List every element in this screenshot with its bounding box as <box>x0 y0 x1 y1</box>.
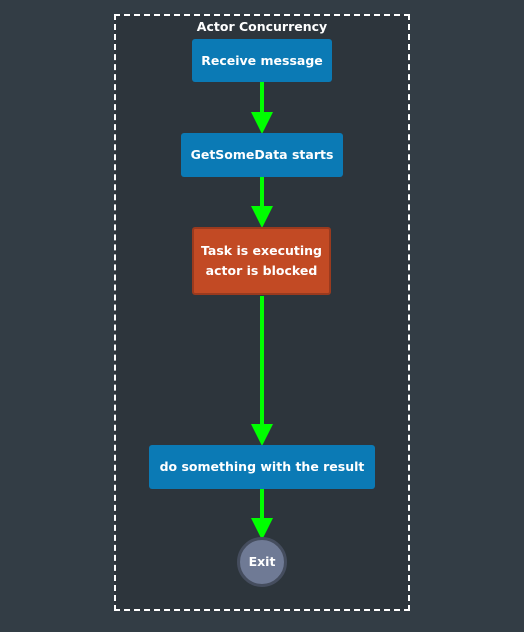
edge-receive-to-getsomedata <box>251 82 273 134</box>
node-getsomedata-starts[interactable]: GetSomeData starts <box>181 133 343 177</box>
node-task-executing-blocked[interactable]: Task is executing actor is blocked <box>192 227 331 295</box>
edge-getsomedata-to-task <box>251 177 273 228</box>
node-receive-message[interactable]: Receive message <box>192 39 332 82</box>
cluster-title: Actor Concurrency <box>196 19 328 34</box>
node-exit[interactable]: Exit <box>237 537 287 587</box>
edge-do-something-to-exit <box>251 489 273 540</box>
edge-task-to-do-something <box>251 296 273 446</box>
node-do-something-with-result[interactable]: do something with the result <box>149 445 375 489</box>
